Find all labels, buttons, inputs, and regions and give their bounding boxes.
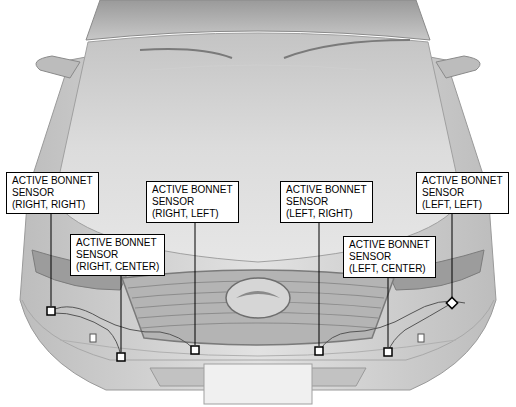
sensor-label-box: ACTIVE BONNET SENSOR (RIGHT, CENTER) bbox=[70, 234, 165, 276]
sensor-label: ACTIVE BONNET SENSOR (LEFT, LEFT) bbox=[422, 175, 503, 211]
sensor-label-box: ACTIVE BONNET SENSOR (LEFT, LEFT) bbox=[416, 172, 509, 214]
sensor-label: ACTIVE BONNET SENSOR (RIGHT, RIGHT) bbox=[12, 175, 93, 211]
sensor-label-box: ACTIVE BONNET SENSOR (LEFT, RIGHT) bbox=[280, 181, 373, 223]
sensor-label-box: ACTIVE BONNET SENSOR (LEFT, CENTER) bbox=[343, 236, 436, 278]
sensor-label: ACTIVE BONNET SENSOR (RIGHT, LEFT) bbox=[152, 184, 233, 220]
sensor-label-box: ACTIVE BONNET SENSOR (RIGHT, LEFT) bbox=[146, 181, 239, 223]
sensor-label-box: ACTIVE BONNET SENSOR (RIGHT, RIGHT) bbox=[6, 172, 99, 214]
sensor-label: ACTIVE BONNET SENSOR (LEFT, CENTER) bbox=[349, 239, 430, 275]
sensor-label: ACTIVE BONNET SENSOR (RIGHT, CENTER) bbox=[76, 237, 159, 273]
sensor-label: ACTIVE BONNET SENSOR (LEFT, RIGHT) bbox=[286, 184, 367, 220]
